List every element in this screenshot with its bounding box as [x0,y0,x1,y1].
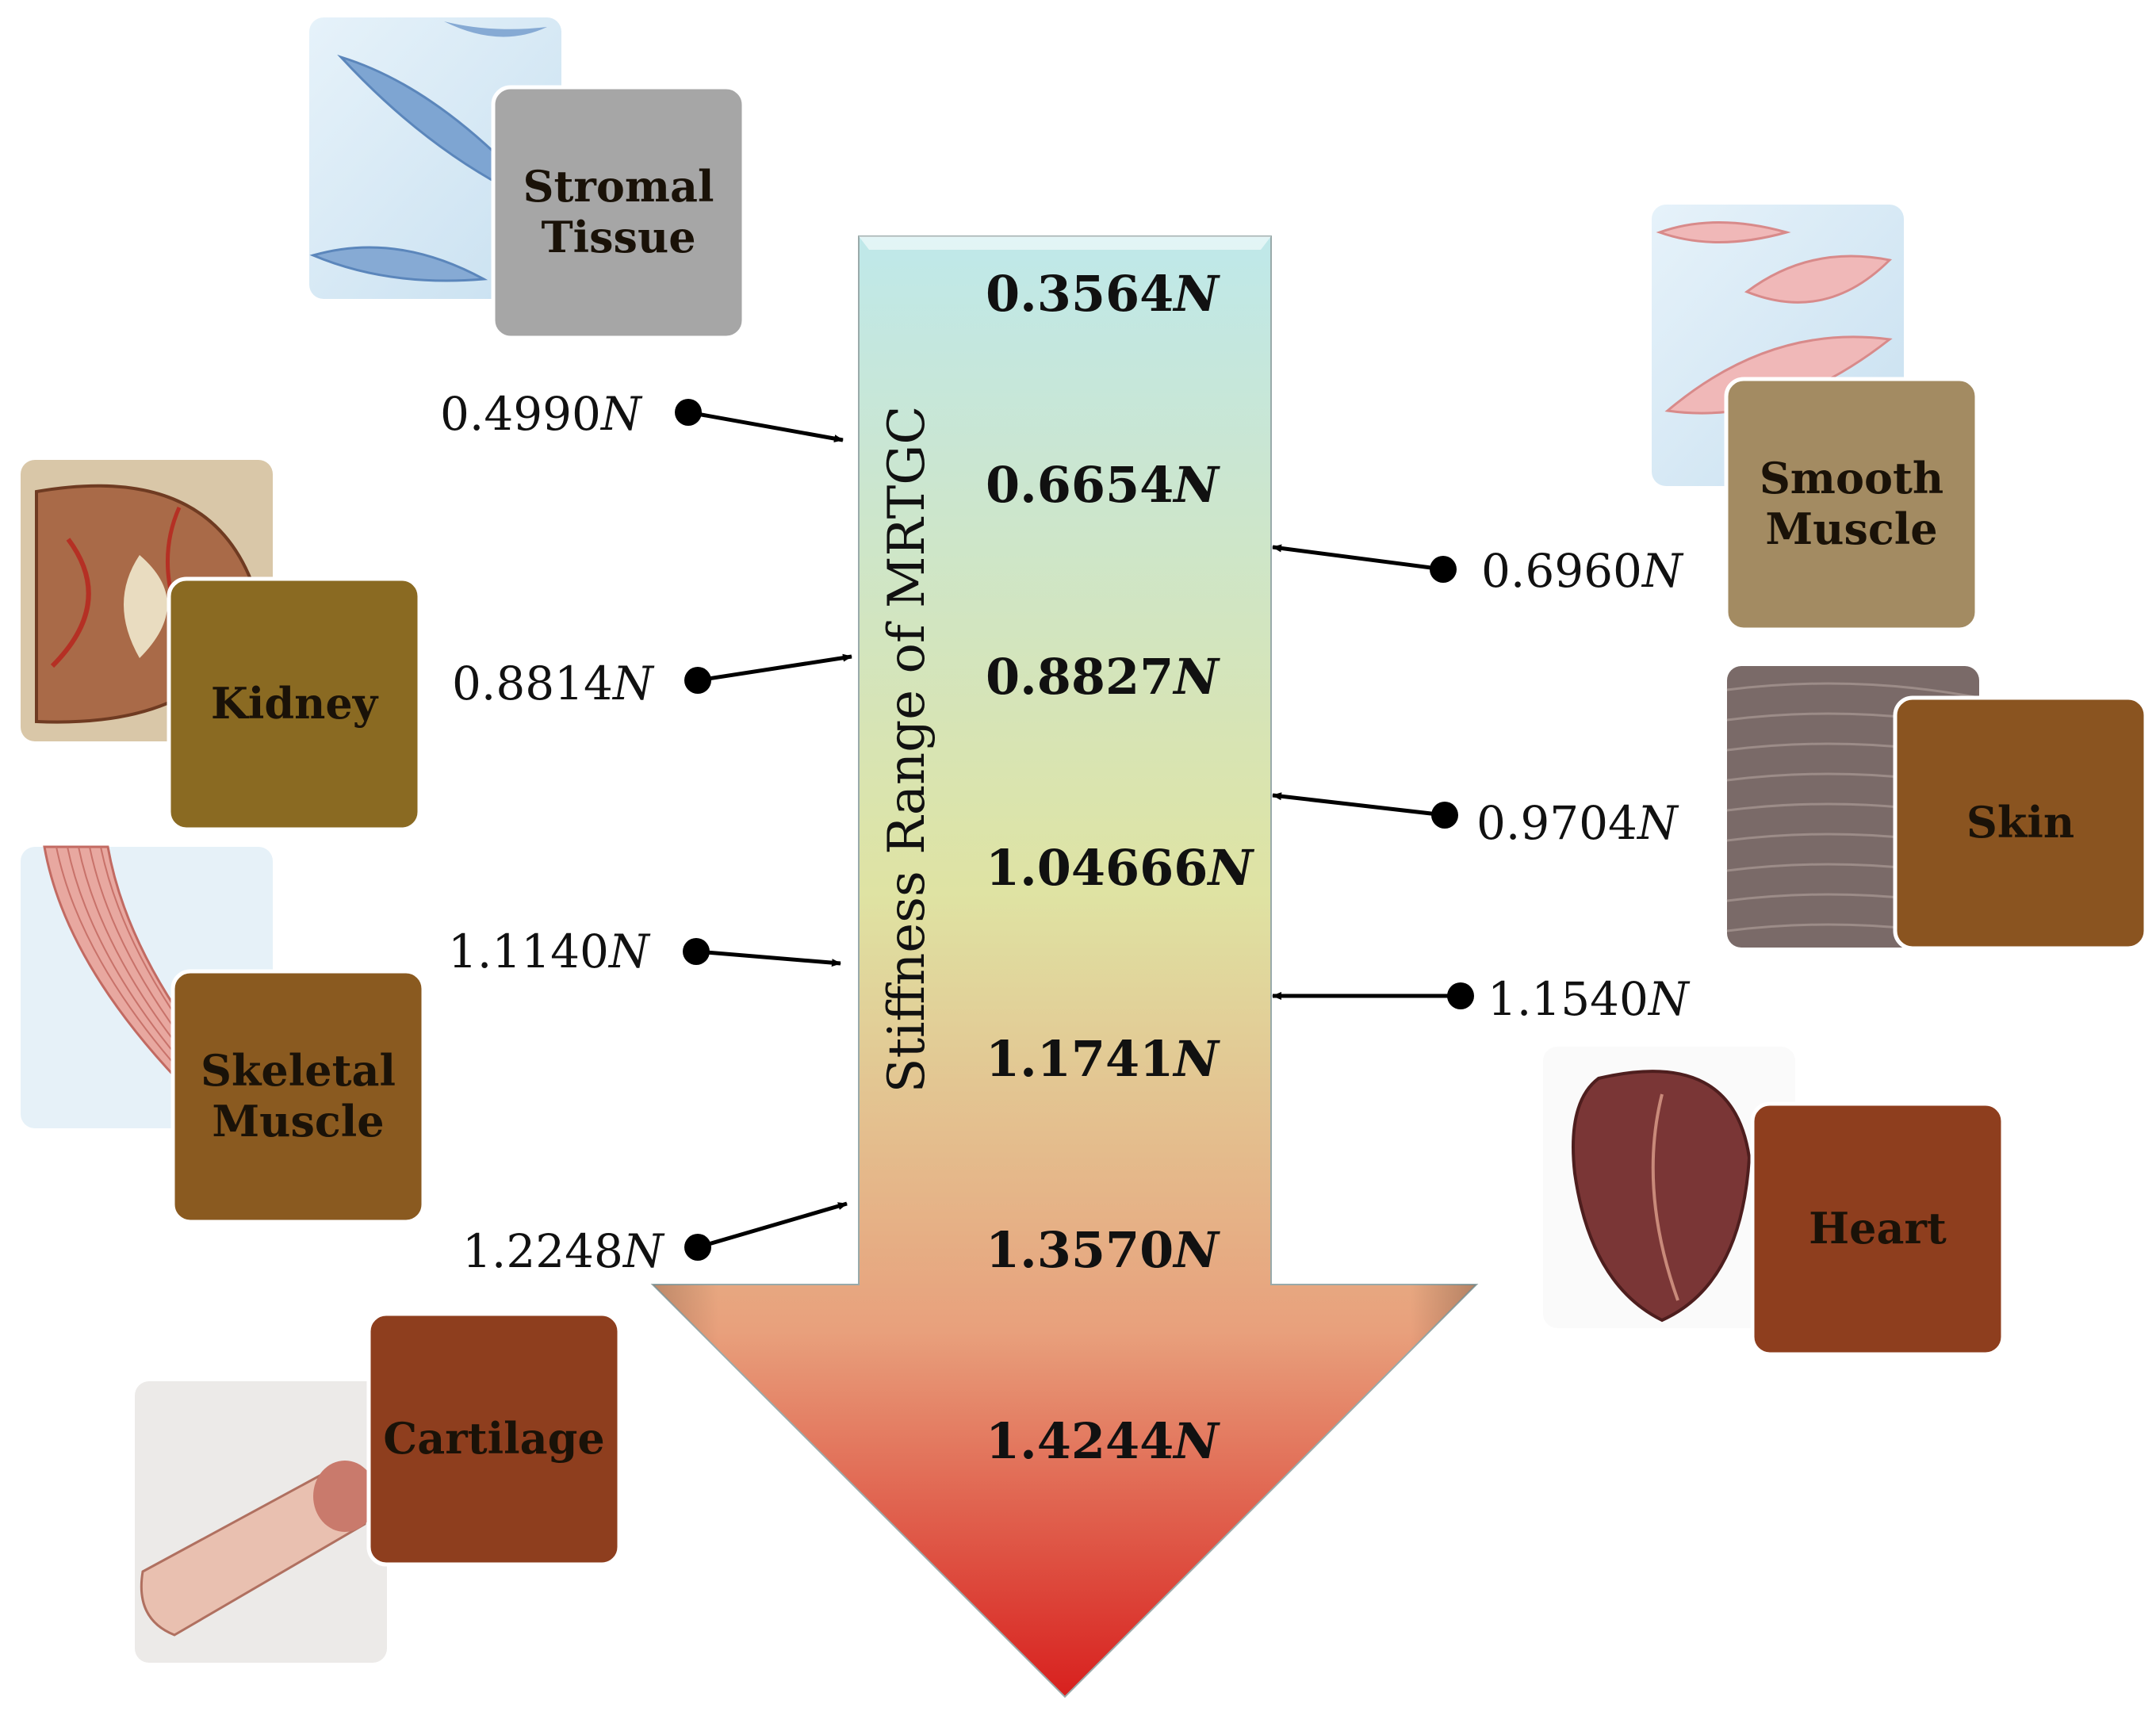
pointer-arrow [687,410,844,442]
tissue-label: Skeletal [201,1045,396,1096]
scale-value: 1.3570N [986,1221,1220,1279]
stiffness-arrow [650,235,1479,1698]
tissue-stiffness-value: 1.2248N [462,1224,665,1278]
pointer-skin: 0.9704N [1272,792,1679,850]
pointer-dot [684,1234,711,1261]
tissue-pointers: 0.4990N 0.8814N 1.1140N 1.2248N 0.6960N 0.970… [440,387,1691,1278]
pointer-dot [675,399,702,426]
tissue-card [170,969,426,1224]
tissue-label: Heart [1809,1203,1947,1254]
tissue-label: Muscle [212,1096,384,1147]
tissue-cards: StromalTissueKidneySkeletalMuscleCartila… [21,17,2148,1663]
tissue-card [491,85,746,340]
pointer-arrow [697,653,852,683]
tissue-card [1893,695,2148,951]
tissue-stiffness-value: 0.9704N [1476,796,1679,850]
tissue-label: Smooth [1760,453,1943,503]
pointer-dot [1447,982,1474,1009]
tissue-stiffness-value: 0.6960N [1481,544,1684,598]
scale-value: 1.4244N [986,1412,1220,1470]
tissue-stiffness-value: 1.1540N [1488,972,1691,1026]
scale-value: 1.1741N [986,1030,1220,1088]
tissue-card [1724,377,1979,632]
tissue-cartilage: Cartilage [135,1311,622,1663]
pointer-smooth-muscle: 0.6960N [1272,544,1684,598]
tissue-label: Kidney [211,678,379,729]
pointer-extra-left: 1.2248N [462,1201,848,1278]
pointer-heart: 1.1540N [1272,972,1691,1026]
tissue-stiffness-value: 1.1140N [448,925,651,978]
pointer-arrow [1272,792,1446,817]
tissue-label: Stromal [523,161,714,212]
pointer-kidney: 0.4990N [440,387,844,442]
tissue-label: Cartilage [383,1413,605,1464]
tissue-card [1750,1101,2005,1357]
pointer-arrow [695,949,841,967]
tissue-card [366,1311,622,1567]
pointer-cartilage: 1.1140N [448,925,841,978]
tissue-kidney: Kidney [21,460,422,832]
tissue-stiffness-value: 0.4990N [440,387,643,441]
pointer-dot [684,667,711,694]
tissue-label: Muscle [1765,503,1937,554]
scale-value: 1.04666N [986,839,1254,897]
pointer-arrow [1272,544,1444,572]
pointer-skeletal-muscle: 0.8814N [452,653,852,710]
tissue-skin: Skin [1726,666,2148,951]
scale-value: 0.8827N [986,648,1220,706]
axis-title: Stiffness Range of MRTGC [878,406,936,1093]
tissue-heart: Heart [1543,1047,2005,1357]
pointer-dot [1430,556,1457,583]
scale-value: 0.3564N [986,265,1220,323]
pointer-dot [1431,802,1458,829]
tissue-label: Skin [1966,797,2074,848]
pointer-dot [683,938,710,965]
tissue-card [167,576,422,832]
heart-icon [1543,1047,1795,1328]
scale-value: 0.6654N [986,456,1220,514]
tissue-stiffness-value: 0.8814N [452,657,655,710]
scale-values: 0.3564N 0.6654N 0.8827N 1.04666N 1.1741N 1.35… [986,265,1254,1470]
cartilage-icon [135,1381,387,1663]
tissue-label: Tissue [541,212,695,262]
pointer-arrow [697,1201,848,1250]
